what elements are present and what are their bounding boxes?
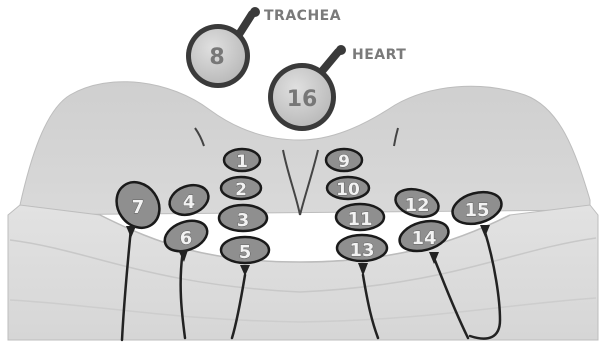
- sensor-13-label: 13: [349, 240, 374, 261]
- sensor-11-label: 11: [347, 209, 372, 230]
- sensor-11: 11: [336, 204, 384, 230]
- trachea-label: TRACHEA: [264, 8, 341, 24]
- sensor-4-label: 4: [183, 192, 196, 213]
- sensor-7-label: 7: [132, 197, 145, 218]
- sensor-15-label: 15: [464, 200, 489, 221]
- sensor-3: 3: [219, 205, 267, 231]
- sensor-2-label: 2: [235, 180, 247, 200]
- heart-label: HEART: [352, 47, 406, 63]
- sensor-2: 2: [221, 177, 261, 200]
- heart-sensor-number: 16: [287, 87, 318, 112]
- trachea-sensor-number: 8: [209, 45, 224, 70]
- sensor-5-label: 5: [239, 242, 252, 263]
- sensor-9: 9: [326, 149, 362, 172]
- sensor-10-label: 10: [336, 180, 360, 200]
- sensor-1: 1: [224, 149, 260, 172]
- sensor-14-label: 14: [411, 228, 436, 249]
- sensor-3-label: 3: [237, 210, 250, 231]
- sensor-1-label: 1: [236, 152, 248, 172]
- mattress-front-face: [8, 205, 598, 340]
- sensor-10: 10: [327, 177, 369, 200]
- sensor-9-label: 9: [338, 152, 350, 172]
- sensor-12-label: 12: [404, 195, 429, 216]
- sensor-6-label: 6: [180, 228, 193, 249]
